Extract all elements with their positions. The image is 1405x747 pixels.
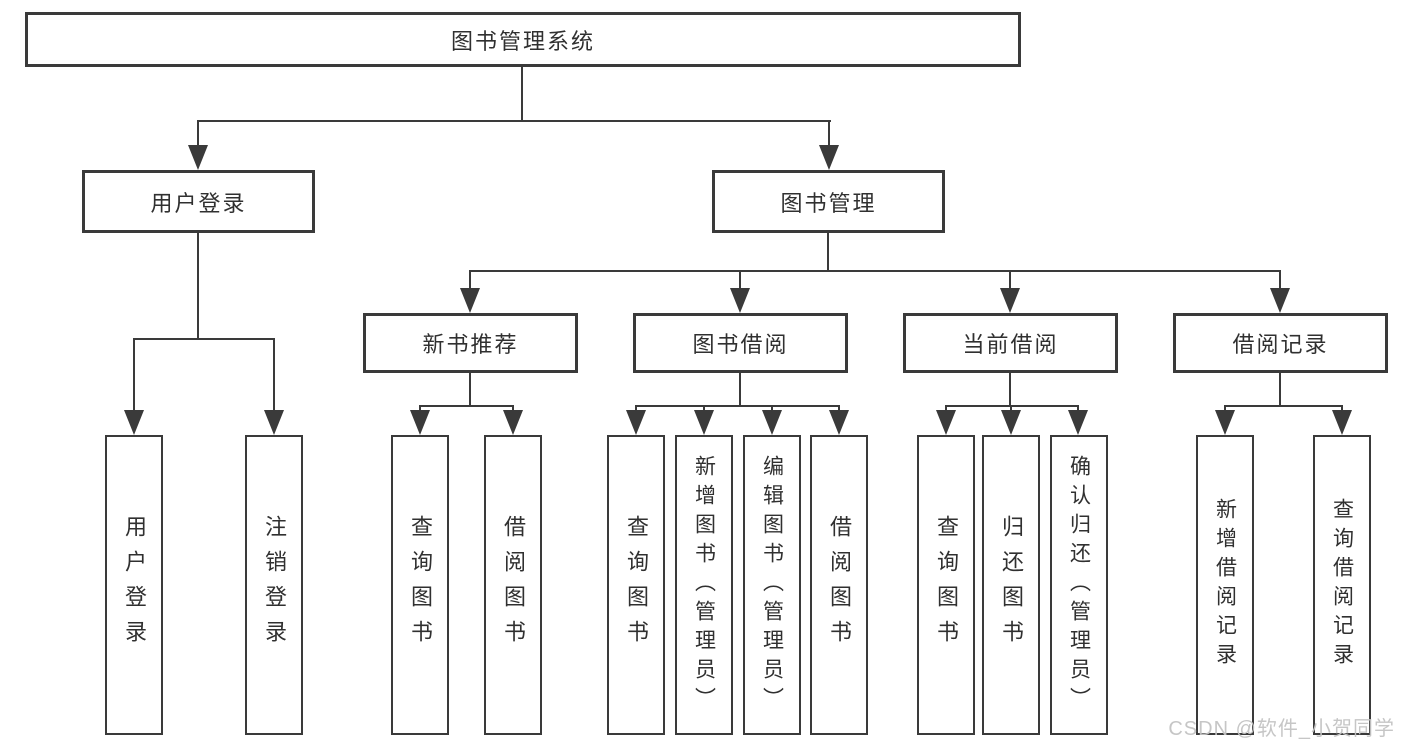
connector-line bbox=[197, 120, 199, 146]
connector-line bbox=[469, 373, 471, 407]
node-leaf-return-books: 归还图书 bbox=[982, 435, 1040, 735]
connector-line bbox=[635, 405, 840, 407]
node-leaf-logout: 注销登录 bbox=[245, 435, 303, 735]
arrowhead-down-icon bbox=[626, 410, 646, 435]
connector-line bbox=[838, 405, 840, 411]
connector-line bbox=[133, 338, 275, 340]
arrowhead-down-icon bbox=[503, 410, 523, 435]
arrowhead-down-icon bbox=[1215, 410, 1235, 435]
arrowhead-down-icon bbox=[829, 410, 849, 435]
arrowhead-down-icon bbox=[1270, 288, 1290, 313]
node-book-borrow: 图书借阅 bbox=[633, 313, 848, 373]
connector-line bbox=[1224, 405, 1343, 407]
node-leaf-edit-books-admin: 编辑图书（管理员） bbox=[743, 435, 801, 735]
connector-line bbox=[1009, 270, 1011, 289]
connector-line bbox=[827, 233, 829, 272]
node-root-library-system: 图书管理系统 bbox=[25, 12, 1021, 67]
connector-line bbox=[1224, 405, 1226, 411]
connector-line bbox=[945, 405, 947, 411]
node-leaf-query-borrow-record: 查询借阅记录 bbox=[1313, 435, 1371, 735]
node-leaf-query-books-1: 查询图书 bbox=[391, 435, 449, 735]
connector-line bbox=[703, 405, 705, 411]
node-book-management: 图书管理 bbox=[712, 170, 945, 233]
connector-line bbox=[419, 405, 421, 411]
arrowhead-down-icon bbox=[694, 410, 714, 435]
connector-line bbox=[1279, 373, 1281, 407]
arrowhead-down-icon bbox=[1332, 410, 1352, 435]
arrowhead-down-icon bbox=[936, 410, 956, 435]
csdn-watermark: CSDN @软件_小贺同学 bbox=[1168, 718, 1395, 740]
connector-line bbox=[469, 270, 1281, 272]
arrowhead-down-icon bbox=[124, 410, 144, 435]
connector-line bbox=[197, 120, 831, 122]
connector-line bbox=[133, 338, 135, 411]
node-leaf-query-books-3: 查询图书 bbox=[917, 435, 975, 735]
node-leaf-confirm-return-admin: 确认归还（管理员） bbox=[1050, 435, 1108, 735]
node-current-borrow: 当前借阅 bbox=[903, 313, 1118, 373]
arrowhead-down-icon bbox=[1068, 410, 1088, 435]
connector-line bbox=[197, 233, 199, 340]
node-borrow-records: 借阅记录 bbox=[1173, 313, 1388, 373]
connector-line bbox=[945, 405, 1079, 407]
arrowhead-down-icon bbox=[264, 410, 284, 435]
node-leaf-add-books-admin: 新增图书（管理员） bbox=[675, 435, 733, 735]
connector-line bbox=[469, 270, 471, 289]
arrowhead-down-icon bbox=[188, 145, 208, 170]
node-user-login: 用户登录 bbox=[82, 170, 315, 233]
connector-line bbox=[1010, 405, 1012, 411]
connector-line bbox=[828, 120, 830, 146]
connector-line bbox=[1279, 270, 1281, 289]
connector-line bbox=[1341, 405, 1343, 411]
arrowhead-down-icon bbox=[460, 288, 480, 313]
node-new-book-recommend: 新书推荐 bbox=[363, 313, 578, 373]
connector-line bbox=[273, 338, 275, 411]
node-leaf-user-login: 用户登录 bbox=[105, 435, 163, 735]
arrowhead-down-icon bbox=[730, 288, 750, 313]
connector-line bbox=[521, 67, 523, 122]
arrowhead-down-icon bbox=[410, 410, 430, 435]
connector-line bbox=[635, 405, 637, 411]
connector-line bbox=[512, 405, 514, 411]
connector-line bbox=[739, 373, 741, 407]
arrowhead-down-icon bbox=[1001, 410, 1021, 435]
node-leaf-query-books-2: 查询图书 bbox=[607, 435, 665, 735]
node-leaf-borrow-books-2: 借阅图书 bbox=[810, 435, 868, 735]
connector-line bbox=[771, 405, 773, 411]
arrowhead-down-icon bbox=[819, 145, 839, 170]
arrowhead-down-icon bbox=[762, 410, 782, 435]
arrowhead-down-icon bbox=[1000, 288, 1020, 313]
connector-line bbox=[1009, 373, 1011, 407]
connector-line bbox=[1077, 405, 1079, 411]
connector-line bbox=[739, 270, 741, 289]
node-leaf-borrow-books-1: 借阅图书 bbox=[484, 435, 542, 735]
node-leaf-add-borrow-record: 新增借阅记录 bbox=[1196, 435, 1254, 735]
connector-line bbox=[419, 405, 514, 407]
